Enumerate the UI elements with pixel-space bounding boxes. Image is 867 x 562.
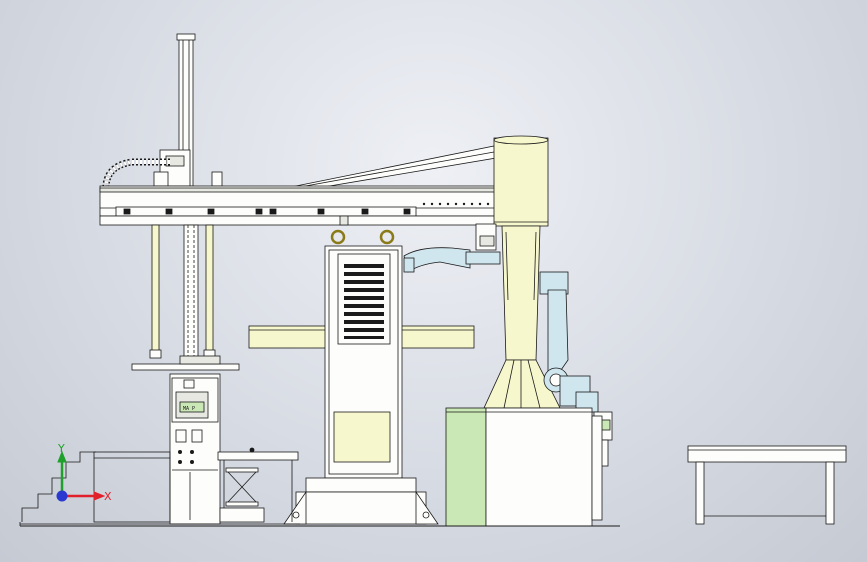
guide-rod-left: [151, 224, 160, 356]
right-table: [687, 445, 847, 525]
cabinet-wing-right: [399, 325, 475, 349]
diagonal-brace: [294, 145, 497, 191]
robot-lower-arm: [547, 289, 569, 381]
lifting-eyes: [330, 229, 395, 245]
x-axis-label: X: [104, 490, 112, 503]
left-steps: [19, 451, 300, 526]
y-axis-label: Y: [57, 442, 65, 455]
robot-base-box: [445, 407, 603, 527]
robot-column[interactable]: [403, 135, 613, 467]
vent-slots: [344, 264, 384, 339]
guide-rod-right: [205, 224, 214, 356]
control-panel[interactable]: [169, 373, 221, 525]
central-cabinet[interactable]: [248, 245, 475, 525]
beam-dots: [422, 202, 490, 206]
display-screen-text: MA P: [183, 406, 195, 412]
beam-bolts: [123, 208, 411, 215]
cabinet-access-panel: [333, 411, 391, 463]
gantry-assembly[interactable]: [99, 33, 497, 371]
vertical-cable-chain: [183, 224, 199, 361]
cabinet-wing-left: [248, 325, 330, 349]
axis-triad: [56, 450, 106, 502]
z-axis-dot: [56, 490, 68, 502]
column-head: [493, 137, 549, 227]
left-work-table: [93, 447, 299, 523]
gantry-platform: [131, 363, 240, 371]
robot-upper-arm: [403, 247, 471, 273]
